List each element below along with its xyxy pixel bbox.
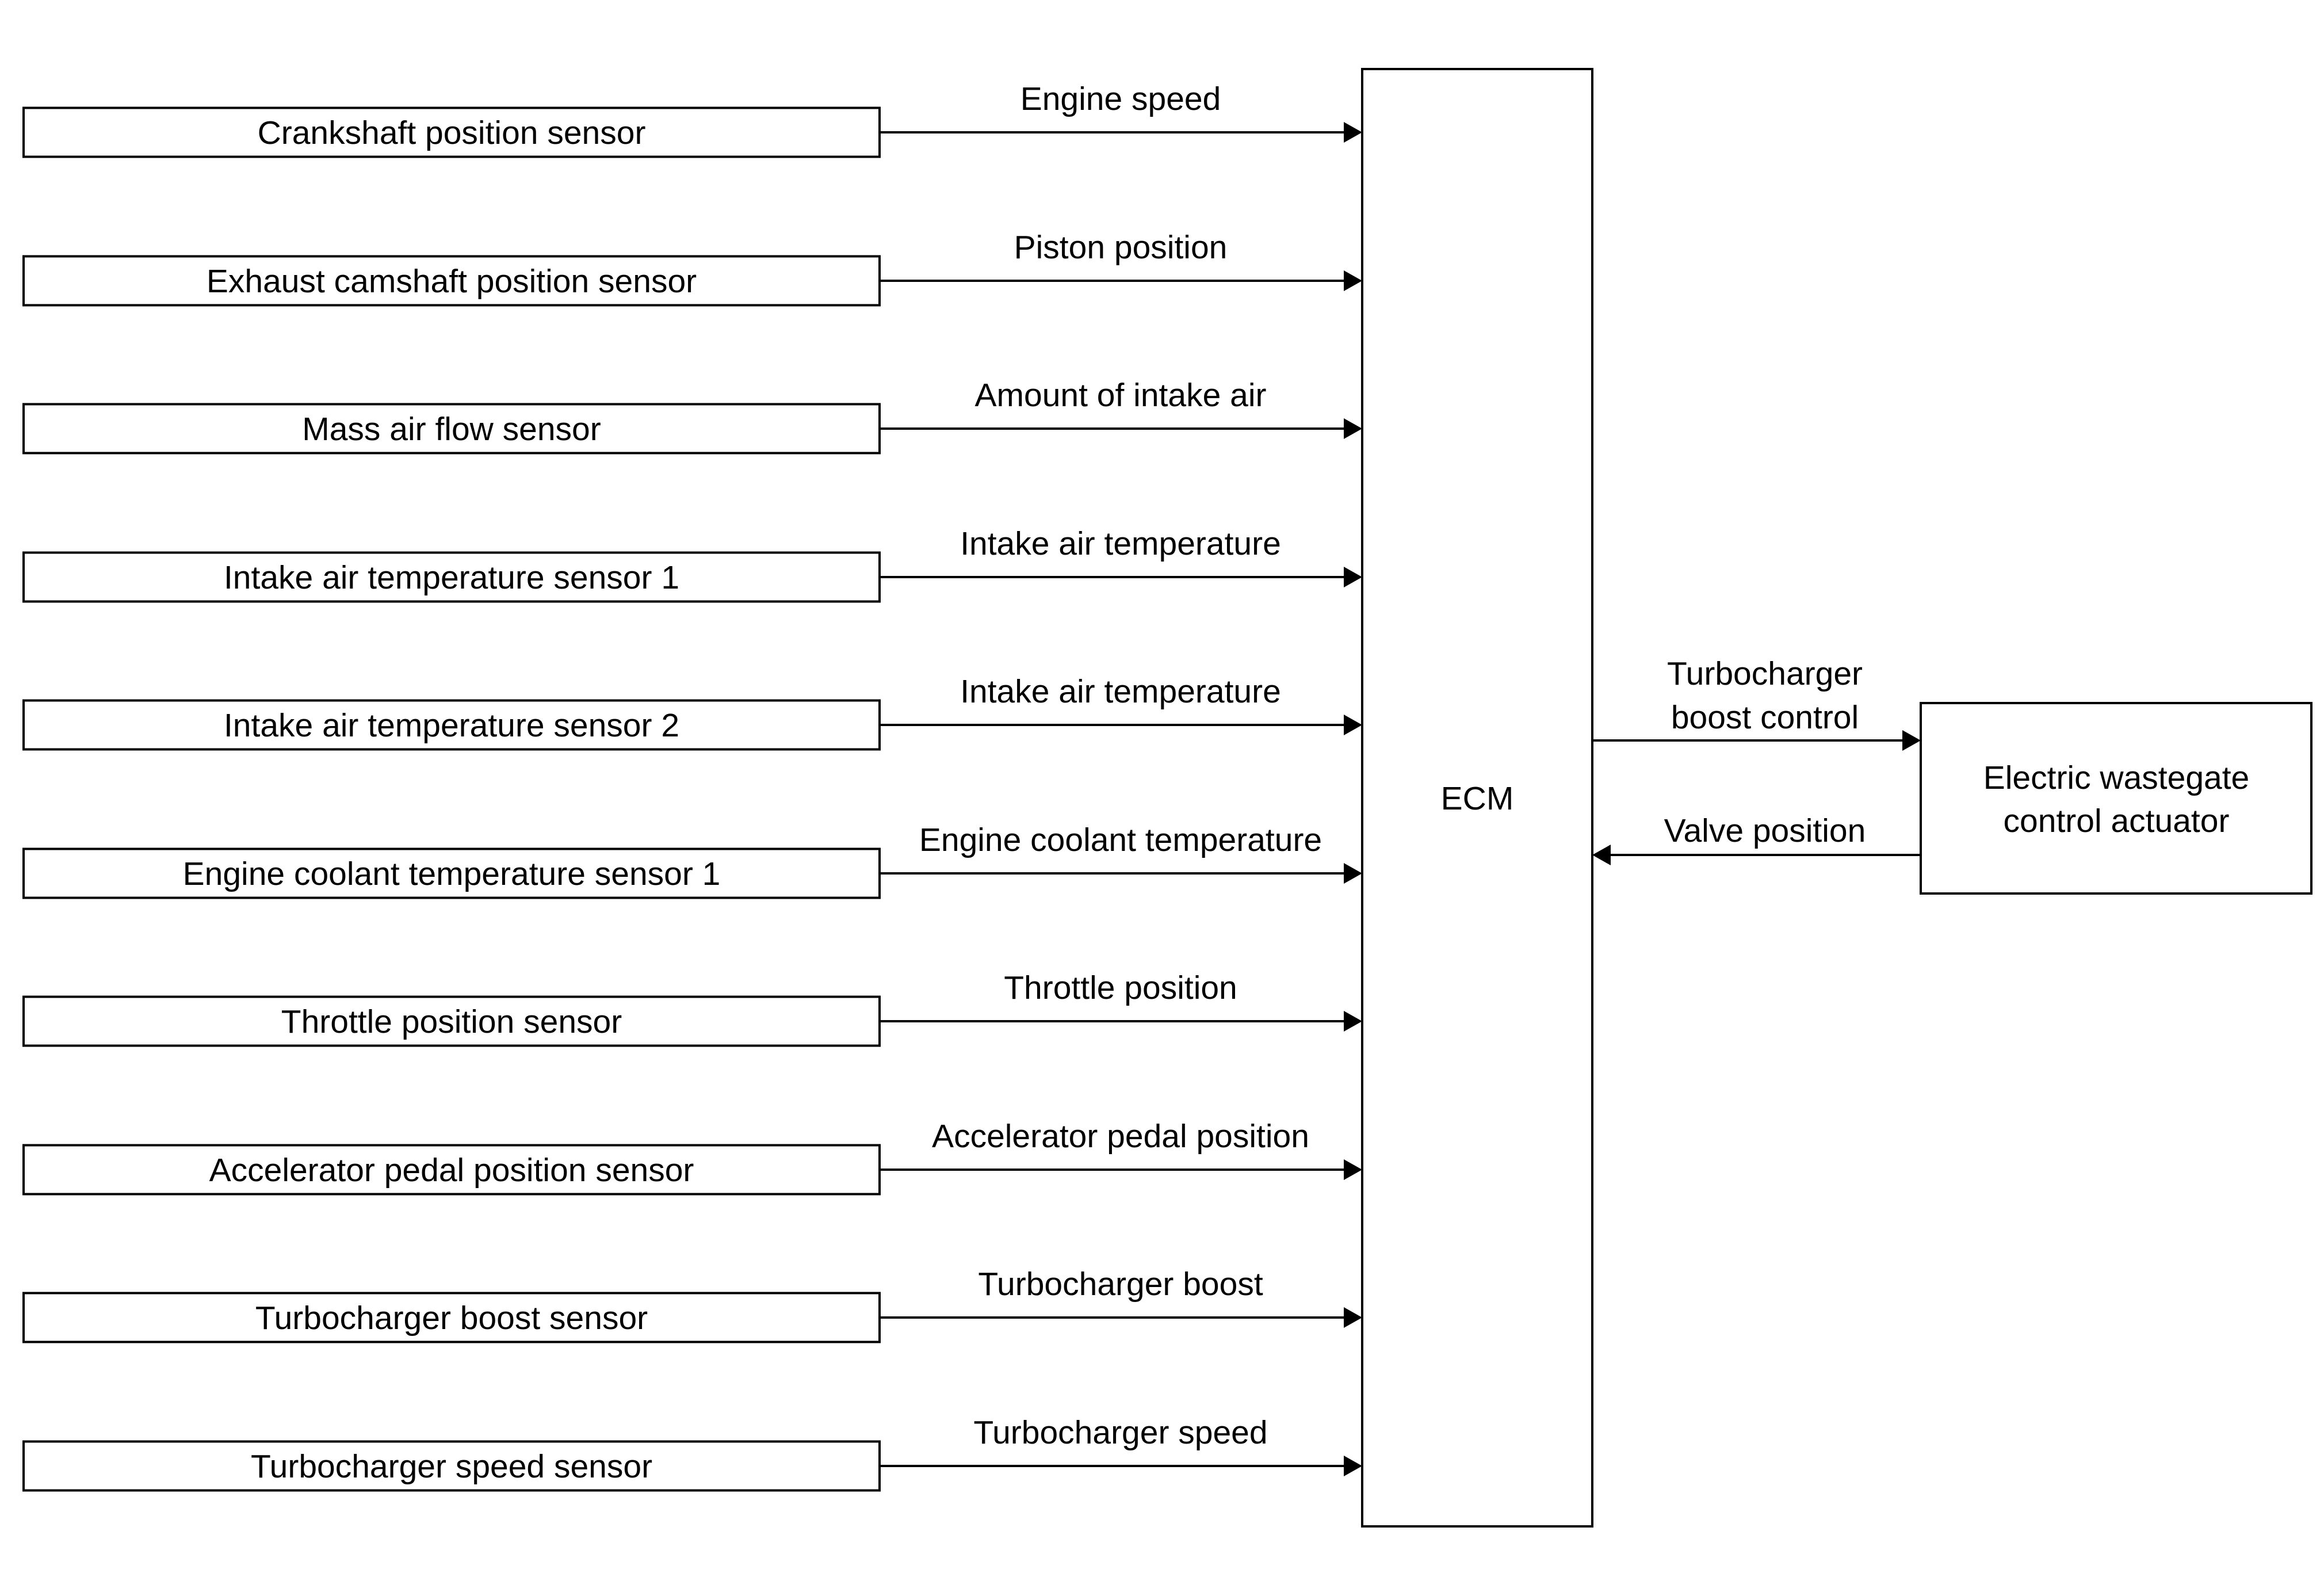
- valve-position-feedback: Valve position: [1592, 812, 1921, 865]
- signal-arrowhead: [1344, 863, 1362, 884]
- sensor-box: [22, 551, 881, 603]
- signal-arrowhead: [1344, 122, 1362, 143]
- sensor-label: Crankshaft position sensor: [258, 114, 646, 151]
- actuator-label-line2: control actuator: [2004, 803, 2230, 839]
- sensor-box: [22, 255, 881, 307]
- sensor-label: Engine coolant temperature sensor 1: [183, 856, 721, 892]
- ecm-block: ECM: [1361, 68, 1593, 1528]
- actuator-box: [1920, 702, 2312, 895]
- signal-arrowhead: [1344, 567, 1362, 587]
- boost-control-label-line2: boost control: [1671, 699, 1859, 736]
- signal-label: Intake air temperature: [960, 525, 1281, 562]
- sensor-row: Accelerator pedal position sensor Acceler…: [22, 1118, 1362, 1196]
- sensor-row: Mass air flow sensor Amount of intake air: [22, 377, 1362, 455]
- signal-label: Accelerator pedal position: [932, 1118, 1309, 1155]
- ecm-box: [1361, 68, 1593, 1528]
- valve-position-arrowhead: [1592, 845, 1611, 865]
- sensor-box: [22, 403, 881, 455]
- signal-label: Engine speed: [1020, 81, 1221, 117]
- signal-label: Amount of intake air: [975, 377, 1267, 414]
- signal-arrowhead: [1344, 715, 1362, 735]
- boost-control-output: Turbocharger boost control: [1592, 655, 1921, 751]
- signal-label: Piston position: [1014, 229, 1228, 266]
- sensor-row: Intake air temperature sensor 1 Intake ai…: [22, 525, 1362, 603]
- sensor-label: Intake air temperature sensor 2: [224, 707, 679, 744]
- sensor-row: Intake air temperature sensor 2 Intake ai…: [22, 673, 1362, 751]
- sensor-label: Throttle position sensor: [281, 1003, 622, 1040]
- signal-arrowhead: [1344, 1307, 1362, 1328]
- valve-position-label: Valve position: [1664, 812, 1866, 849]
- ecm-label: ECM: [1441, 780, 1514, 817]
- signal-arrowhead: [1344, 1456, 1362, 1476]
- sensor-row: Turbocharger boost sensor Turbocharger bo…: [22, 1266, 1362, 1343]
- sensor-box: [22, 1292, 881, 1343]
- signal-arrowhead: [1344, 1011, 1362, 1032]
- signal-label: Intake air temperature: [960, 673, 1281, 710]
- signal-arrowhead: [1344, 1159, 1362, 1180]
- sensor-label: Intake air temperature sensor 1: [224, 559, 679, 596]
- sensor-row: Crankshaft position sensor Engine speed: [22, 81, 1362, 158]
- sensor-box: [22, 995, 881, 1047]
- sensor-inputs: Crankshaft position sensor Engine speedEx…: [22, 81, 1362, 1492]
- signal-arrowhead: [1344, 270, 1362, 291]
- boost-control-arrowhead: [1902, 730, 1921, 751]
- sensor-label: Turbocharger speed sensor: [251, 1448, 652, 1485]
- sensor-row: Throttle position sensor Throttle positio…: [22, 969, 1362, 1047]
- actuator-label-line1: Electric wastegate: [1983, 759, 2250, 796]
- signal-label: Engine coolant temperature: [919, 822, 1322, 858]
- sensor-box: [22, 1440, 881, 1492]
- signal-label: Throttle position: [1004, 969, 1237, 1006]
- sensor-box: [22, 106, 881, 158]
- signal-arrowhead: [1344, 418, 1362, 439]
- signal-label: Turbocharger boost: [978, 1266, 1263, 1303]
- actuator-block: Electric wastegate control actuator: [1920, 702, 2312, 895]
- boost-control-label-line1: Turbocharger: [1667, 655, 1863, 692]
- signal-label: Turbocharger speed: [973, 1414, 1267, 1451]
- sensor-label: Exhaust camshaft position sensor: [207, 263, 697, 300]
- sensor-label: Accelerator pedal position sensor: [209, 1152, 694, 1189]
- sensor-row: Turbocharger speed sensor Turbocharger sp…: [22, 1414, 1362, 1492]
- sensor-row: Engine coolant temperature sensor 1 Engin…: [22, 822, 1362, 899]
- sensor-label: Turbocharger boost sensor: [255, 1300, 648, 1337]
- sensor-label: Mass air flow sensor: [302, 411, 601, 448]
- sensor-row: Exhaust camshaft position sensor Piston p…: [22, 229, 1362, 307]
